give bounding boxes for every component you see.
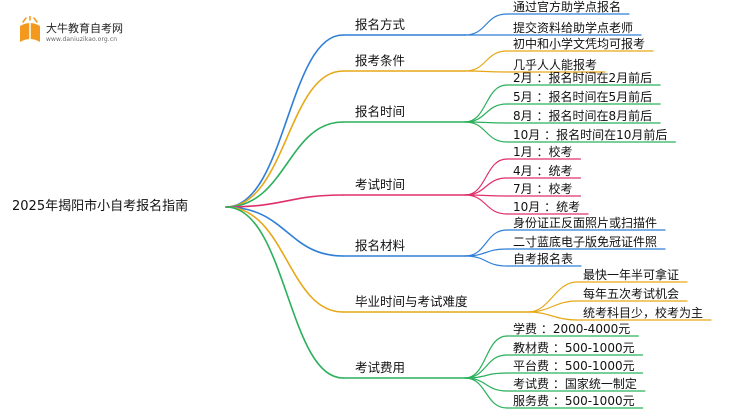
leaf-label: 学费 ：2000-4000元 [513,322,631,336]
leaf-connector [527,311,578,321]
branch-connector [225,194,344,208]
leaf-label: 几乎人人能报考 [513,58,598,72]
book-logo-icon [20,16,40,42]
leaf-label: 通过官方助学点报名 [513,0,622,14]
branch-label: 报名材料 [355,238,406,253]
leaf-label: 8月 ：报名时间在8月前后 [513,109,653,123]
leaf-connector [464,335,508,379]
logo-url: www.daniuzikao.org.cn [46,36,118,43]
leaf-label: 每年五次考试机会 [583,287,680,301]
branch-label: 考试时间 [355,177,406,192]
leaf-connector [464,121,508,143]
leaf-label: 5月 ：报名时间在5月前后 [513,90,653,104]
leaf-connector [464,13,508,36]
branch-connector [225,206,344,257]
branch-label: 报考条件 [355,53,406,68]
leaf-label: 服务费 ：500-1000元 [513,394,635,408]
leaf-label: 1月 ：校考 [513,145,573,159]
leaf-connector [464,354,508,379]
leaf-label: 提交资料给助学点老师 [513,21,634,35]
branch-connector [225,206,344,379]
leaf-label: 自考报名表 [513,252,574,266]
leaf-connector [464,177,508,196]
leaf-label: 二寸蓝底电子版免冠证件照 [513,235,658,249]
branch-connector [225,206,344,313]
logo-title: 大牛教育自考网 [46,22,123,35]
leaf-connector [464,377,508,409]
leaf-label: 初中和小学文凭均可报考 [513,37,646,51]
leaf-label: 最快一年半可拿证 [583,268,680,282]
leaf-connector [464,194,508,215]
leaf-label: 身份证正反面照片或扫描件 [513,216,658,230]
leaf-label: 教材费 ：500-1000元 [513,341,635,355]
branch-label: 报名方式 [355,17,406,32]
leaf-connector [464,84,508,123]
leaf-label: 平台费 ：500-1000元 [513,359,635,373]
branch-connector [225,34,344,208]
leaf-label: 10月 ：统考 [513,200,581,214]
branch-label: 报名时间 [355,104,406,119]
leaf-connector [464,255,508,267]
leaf-label: 考试费 ：国家统一制定 [513,377,637,391]
leaf-connector [464,70,508,73]
leaf-label: 10月 ：报名时间在10月前后 [513,128,668,142]
root-topic: 2025年揭阳市小自考报名指南 [12,199,189,214]
leaf-connector [527,281,578,313]
leaf-label: 7月 ：校考 [513,182,573,196]
leaf-connector [464,50,508,72]
branch-connector [225,121,344,208]
leaf-connector [464,372,508,379]
branch-label: 毕业时间与考试难度 [355,294,468,309]
leaf-connector [464,158,508,196]
site-logo[interactable]: 大牛教育自考网 www.daniuzikao.org.cn [12,14,162,48]
leaf-label: 4月 ：统考 [513,164,573,178]
branch-label: 考试费用 [355,360,406,375]
leaf-connector [464,103,508,123]
leaf-label: 统考科目少，校考为主 [583,306,704,320]
branch-connector [225,70,344,208]
leaf-label: 2月 ：报名时间在2月前后 [513,71,653,85]
leaf-connector [464,377,508,392]
